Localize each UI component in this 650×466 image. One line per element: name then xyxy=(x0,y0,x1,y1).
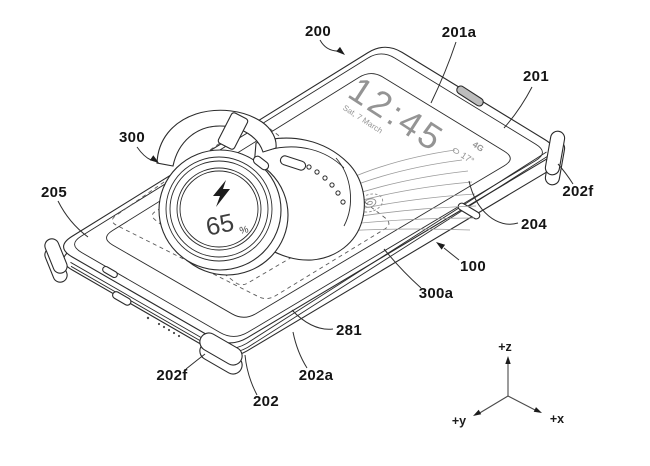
ref-label-202f-bottom: 202f xyxy=(156,367,188,384)
axis-y-arrowhead xyxy=(473,409,482,416)
speaker-grille xyxy=(456,85,484,107)
axis-x-label: +x xyxy=(550,412,564,426)
axis-z-arrowhead xyxy=(505,356,511,364)
lightning-bolt-icon xyxy=(213,180,230,207)
leader-202 xyxy=(244,354,258,396)
bottom-edge-markings xyxy=(146,316,181,338)
ref-label-201a: 201a xyxy=(442,24,477,41)
reference-numerals: 200 201a 201 202f 204 100 300a 281 202a … xyxy=(41,23,594,410)
axis-y-label: +y xyxy=(452,414,466,428)
ref-label-300a: 300a xyxy=(419,285,454,302)
cover-corner-slot xyxy=(102,265,118,279)
ref-label-201: 201 xyxy=(523,68,549,85)
watch-percent-sign: % xyxy=(239,224,250,237)
leader-200 xyxy=(319,39,339,52)
ref-label-204: 204 xyxy=(521,216,547,233)
axis-y-line xyxy=(477,395,509,415)
leader-lines xyxy=(57,39,574,396)
leader-204 xyxy=(468,180,519,225)
ref-label-202: 202 xyxy=(253,393,279,410)
corner-bumper-left xyxy=(44,238,68,274)
leader-300-arrowhead xyxy=(149,155,159,163)
leader-281 xyxy=(291,309,334,330)
leader-100 xyxy=(443,247,460,261)
leader-200-arrowhead xyxy=(336,46,345,55)
watch-strap-end-line xyxy=(335,157,351,227)
corner-bumper-bottom xyxy=(199,332,243,366)
leader-202f-bottom xyxy=(185,353,206,370)
axis-triad: +z +y +x xyxy=(452,340,564,428)
axis-x-arrowhead xyxy=(533,407,542,413)
watch-bezel-outer xyxy=(165,156,273,262)
cover-window xyxy=(106,73,511,318)
watch-buckle-keeper xyxy=(217,112,249,150)
watch-strap-holes xyxy=(306,164,346,205)
volume-button xyxy=(457,202,481,220)
leader-202a xyxy=(292,331,308,369)
axis-x-line xyxy=(507,395,538,412)
ref-label-100: 100 xyxy=(460,258,486,275)
leader-205 xyxy=(57,200,89,238)
ref-label-202a: 202a xyxy=(299,367,334,384)
watch-bezel-inner xyxy=(169,160,269,258)
smartwatch: 65 % xyxy=(156,109,365,276)
leader-202f-right xyxy=(557,163,574,185)
leader-300 xyxy=(136,146,152,161)
axis-z-label: +z xyxy=(498,340,512,354)
charging-port xyxy=(112,291,132,306)
watch-dial xyxy=(179,170,259,248)
weather-icon xyxy=(452,148,460,154)
ref-label-281: 281 xyxy=(336,322,362,339)
ref-label-202f-right: 202f xyxy=(562,183,594,200)
ref-label-200: 200 xyxy=(305,23,331,40)
watch-strap-right-inner-line xyxy=(267,146,345,169)
corner-bumper-right xyxy=(544,130,566,176)
watch-strap-clasp xyxy=(279,155,307,171)
cover-rim xyxy=(74,53,543,337)
leader-201 xyxy=(503,86,533,129)
watch-face-ring xyxy=(176,167,262,251)
leader-100-arrowhead xyxy=(436,242,446,250)
ref-label-300: 300 xyxy=(119,129,145,146)
watch-side-button xyxy=(252,155,270,171)
watch-battery-level: 65 xyxy=(203,208,236,241)
leader-201a xyxy=(430,41,457,104)
ref-label-205: 205 xyxy=(41,184,67,201)
leader-300a xyxy=(383,248,422,289)
